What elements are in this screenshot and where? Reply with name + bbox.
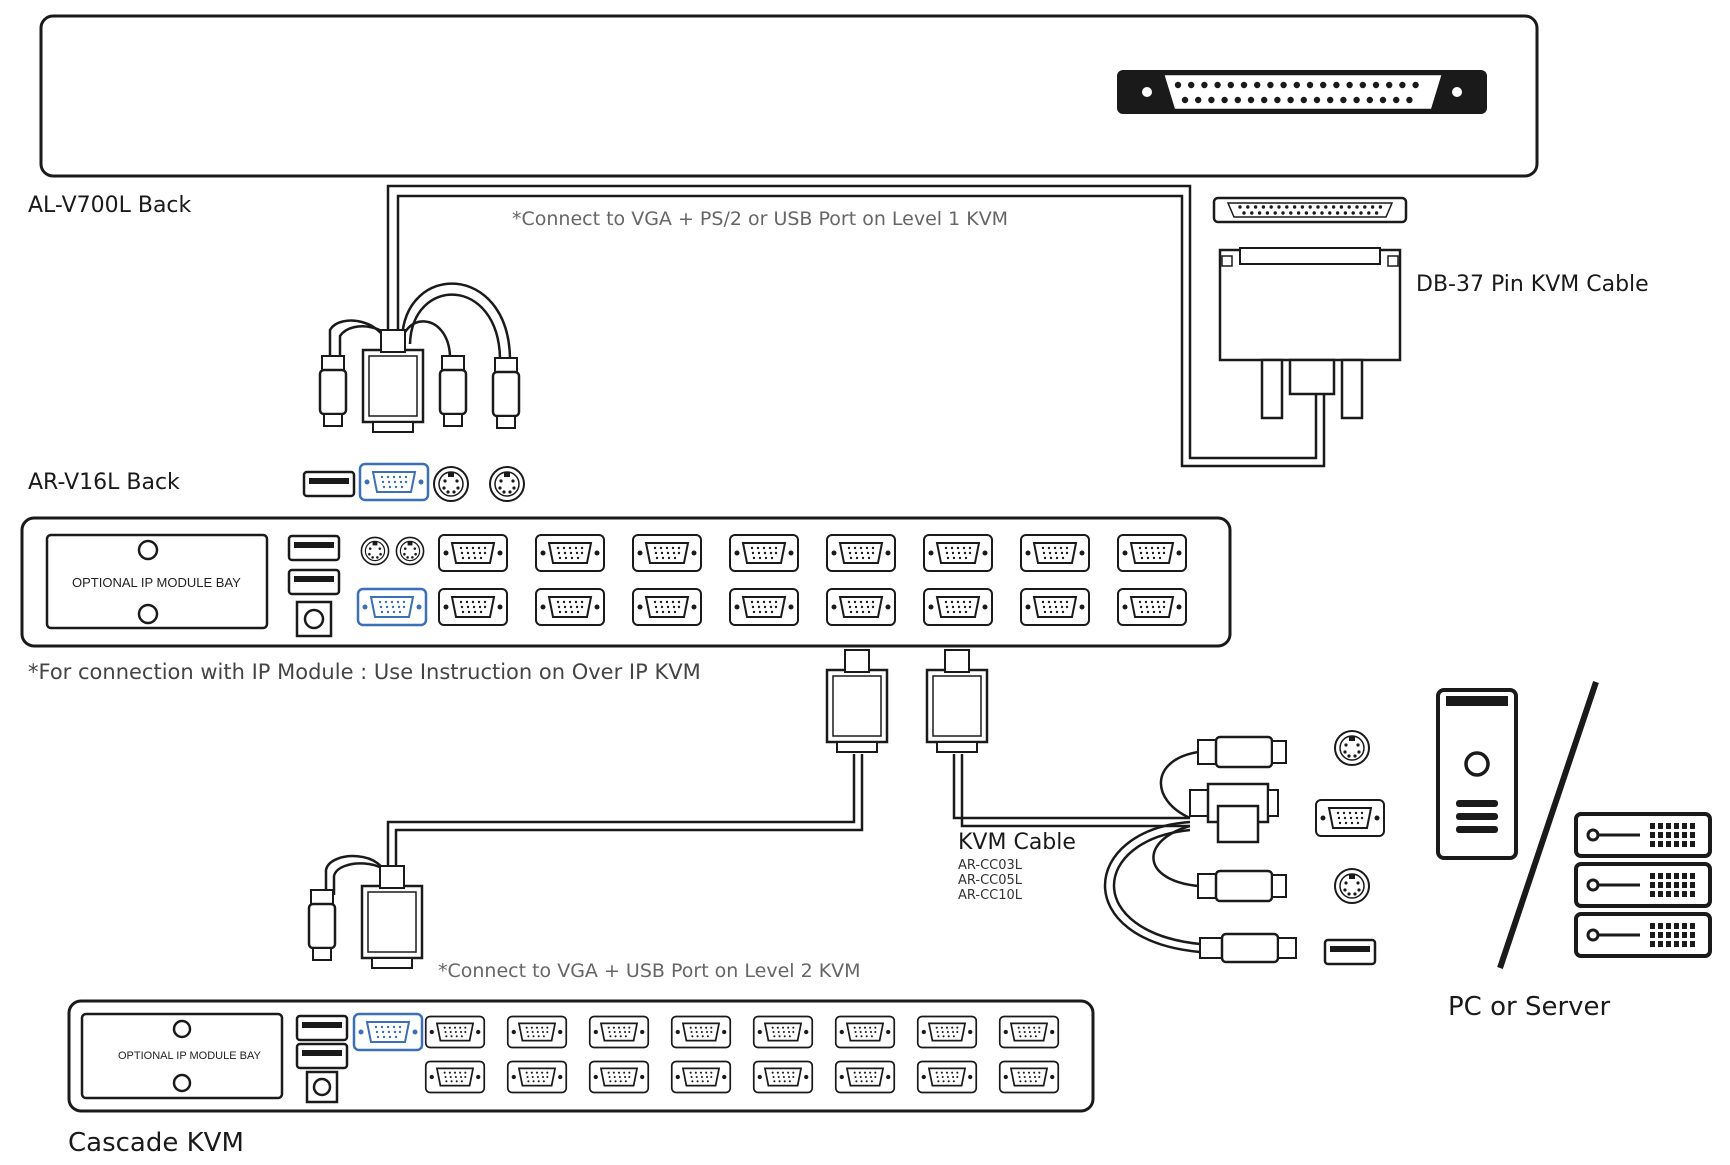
usb-port-icon [1323, 938, 1377, 966]
db37-port-icon [1117, 70, 1487, 114]
pc-tower-icon [1436, 688, 1518, 860]
vga-port-icon [1117, 588, 1187, 626]
vga-port-icon [916, 1015, 978, 1049]
vga-port-icon [1315, 799, 1385, 837]
ps2-port-icon [433, 466, 469, 502]
vga-port-icon [923, 588, 993, 626]
ip-module-bay [45, 533, 269, 630]
ip-module-bay-text: OPTIONAL IP MODULE BAY [72, 575, 241, 590]
ps2-port-icon [489, 466, 525, 502]
level1-cable-lines [328, 184, 1326, 468]
vga-port-icon [998, 1015, 1060, 1049]
db37-kvm-cable [1212, 196, 1408, 420]
al-v700l-label: AL-V700L Back [28, 193, 192, 218]
vga-port-icon [826, 588, 896, 626]
vga-port-icon [998, 1060, 1060, 1094]
usb-port-icon [302, 470, 356, 498]
level1-plugs [318, 328, 521, 434]
vga-port-icon [834, 1015, 896, 1049]
db37-cable-label: DB-37 Pin KVM Cable [1416, 272, 1649, 297]
vga-port-icon [826, 534, 896, 572]
vga-port-icon [588, 1060, 650, 1094]
kvm-cable-model-2: AR-CC10L [958, 888, 1023, 903]
level2-note: *Connect to VGA + USB Port on Level 2 KV… [438, 960, 861, 982]
kvm-cable-model-1: AR-CC05L [958, 873, 1023, 888]
server-rack-icon [1574, 812, 1712, 958]
cascade-ip-module-bay [80, 1012, 284, 1100]
al-v700l-chassis [39, 14, 1539, 178]
vga-port-icon [923, 534, 993, 572]
vga-port-icon [358, 462, 430, 502]
vga-port-icon [506, 1015, 568, 1049]
pc-side-plugs [1189, 735, 1297, 964]
cascade-console-vga [352, 1012, 424, 1052]
power-jack-icon [295, 600, 333, 638]
cascade-plugs [825, 648, 989, 754]
pc-or-server-label: PC or Server [1448, 992, 1611, 1022]
vga-port-icon [1117, 534, 1187, 572]
vga-port-icon [670, 1060, 732, 1094]
divider-slash [1497, 681, 1599, 969]
ps2-port-icon [1334, 868, 1370, 904]
level2-cable-lines [324, 750, 1201, 954]
level1-note: *Connect to VGA + PS/2 or USB Port on Le… [512, 208, 1009, 230]
vga-port-icon [588, 1015, 650, 1049]
vga-port-icon [1020, 588, 1090, 626]
cascade-kvm-label: Cascade KVM [68, 1128, 244, 1158]
vga-port-icon [424, 1015, 486, 1049]
vga-port-icon [632, 534, 702, 572]
ps2-port-icon [1334, 730, 1370, 766]
pc-side-ports [1315, 730, 1385, 966]
vga-port-icon [670, 1015, 732, 1049]
vga-port-icon [752, 1015, 814, 1049]
power-jack-icon [305, 1070, 339, 1104]
vga-port-icon [834, 1060, 896, 1094]
vga-port-icon [424, 1060, 486, 1094]
kvm-cable-model-0: AR-CC03L [958, 858, 1023, 873]
vga-port-icon [1020, 534, 1090, 572]
ip-module-note: *For connection with IP Module : Use Ins… [28, 660, 701, 684]
vga-port-icon [916, 1060, 978, 1094]
vga-port-icon [632, 588, 702, 626]
ar-v16l-label: AR-V16L Back [28, 470, 180, 495]
kvm-cable-label: KVM Cable [958, 830, 1076, 855]
vga-port-icon [729, 588, 799, 626]
vga-port-icon [752, 1060, 814, 1094]
cascade-ip-module-bay-text: OPTIONAL IP MODULE BAY [118, 1050, 261, 1062]
vga-port-icon [729, 534, 799, 572]
vga-port-icon [438, 588, 508, 626]
vga-port-icon [506, 1060, 568, 1094]
vga-port-icon [438, 534, 508, 572]
vga-port-icon [535, 588, 605, 626]
ar-v16l-console-vga [356, 587, 428, 627]
vga-port-icon [535, 534, 605, 572]
level1-ports-row [302, 462, 525, 502]
